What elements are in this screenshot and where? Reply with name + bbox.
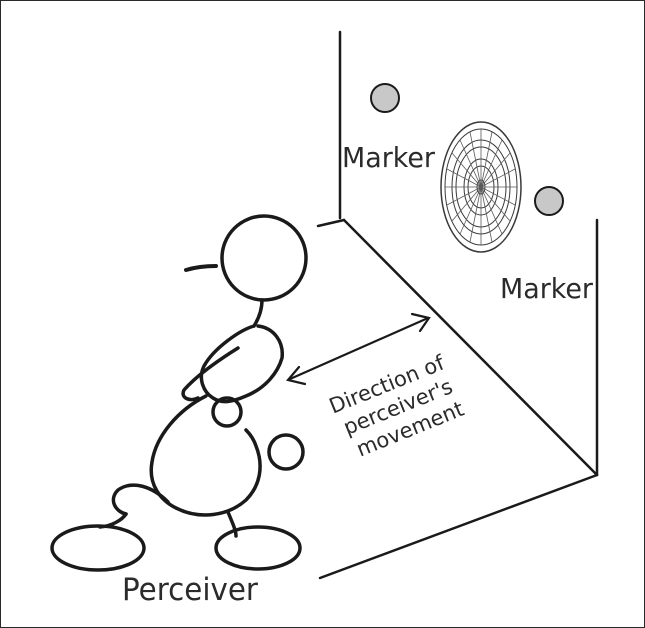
floor-front-edge [320,475,597,578]
stick-figure-perceiver [52,216,306,570]
figure-fist [269,435,303,469]
figure-neck [254,300,262,326]
marker-label-top: Marker [342,141,435,174]
room-walls [318,32,597,578]
marker-label-right: Marker [500,272,593,305]
dartboard-icon [441,122,521,252]
marker-dot-icon [371,84,399,112]
floor-left-edge [318,220,344,226]
movement-label: Direction of perceiver's movement [326,350,467,465]
figure-left-ankle [100,514,126,527]
perceiver-label: Perceiver [122,572,258,608]
figure-left-leg [113,485,168,514]
figure-right-foot [216,527,300,569]
figure-left-foot [52,526,144,570]
figure-lower-body [151,396,260,515]
figure-cap-brim [186,266,216,270]
marker-dot-icon [535,187,563,215]
figure-head [222,216,306,300]
